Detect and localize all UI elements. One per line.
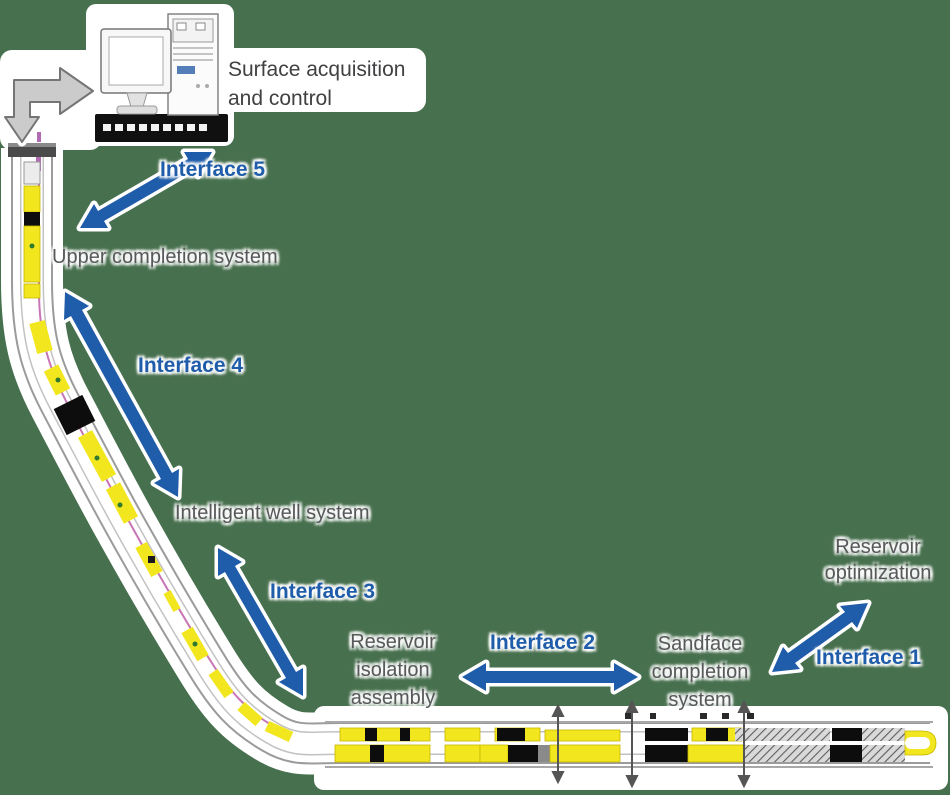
surface-acquisition-line1: Surface acquisition bbox=[228, 58, 406, 81]
interface-5-label: Interface 5 bbox=[160, 158, 266, 181]
intelligent-well-label: Intelligent well system bbox=[175, 502, 370, 524]
upper-completion-tools bbox=[23, 161, 41, 299]
interface-5-arrow bbox=[76, 148, 216, 232]
interface-2-arrow bbox=[458, 659, 642, 695]
monitor bbox=[100, 28, 172, 115]
packer-marker bbox=[551, 699, 751, 789]
reservoir-optimization-label: Reservoir optimization bbox=[808, 534, 948, 586]
interface-1-arrow bbox=[768, 599, 872, 676]
surface-acquisition-label: Surface acquisition and control bbox=[228, 55, 405, 113]
reservoir-optimization-line2: optimization bbox=[824, 562, 932, 584]
interface-4-arrow bbox=[60, 288, 183, 501]
interface-3-label: Interface 3 bbox=[270, 580, 376, 603]
reservoir-isolation-line2: isolation bbox=[356, 659, 430, 681]
interface-3-arrow bbox=[214, 544, 307, 700]
keyboard-keys bbox=[103, 124, 207, 131]
sandface-completion-line1: Sandface bbox=[657, 633, 743, 655]
reservoir-isolation-label: Reservoir isolation assembly bbox=[328, 628, 458, 712]
surface-acquisition-line2: and control bbox=[228, 87, 332, 110]
interface-1-label: Interface 1 bbox=[816, 646, 922, 669]
reservoir-optimization-line1: Reservoir bbox=[835, 536, 921, 558]
bent-arrow-icon bbox=[0, 63, 98, 147]
upper-completion-label: Upper completion system bbox=[52, 246, 278, 268]
intelligent-well-tools bbox=[29, 319, 294, 742]
reservoir-isolation-line3: assembly bbox=[350, 687, 436, 709]
surface-workstation-icon bbox=[95, 13, 228, 142]
sandface-completion-line2: completion bbox=[651, 661, 749, 683]
packer bbox=[53, 394, 96, 436]
sandface-completion-line3: system bbox=[668, 689, 732, 711]
reservoir-isolation-line1: Reservoir bbox=[350, 631, 436, 653]
control-line-port bbox=[37, 132, 41, 142]
tower bbox=[167, 13, 219, 116]
interface-4-label: Interface 4 bbox=[138, 354, 244, 377]
sandface-string bbox=[325, 699, 937, 789]
interface-2-label: Interface 2 bbox=[490, 631, 596, 654]
sandface-completion-label: Sandface completion system bbox=[635, 630, 765, 714]
